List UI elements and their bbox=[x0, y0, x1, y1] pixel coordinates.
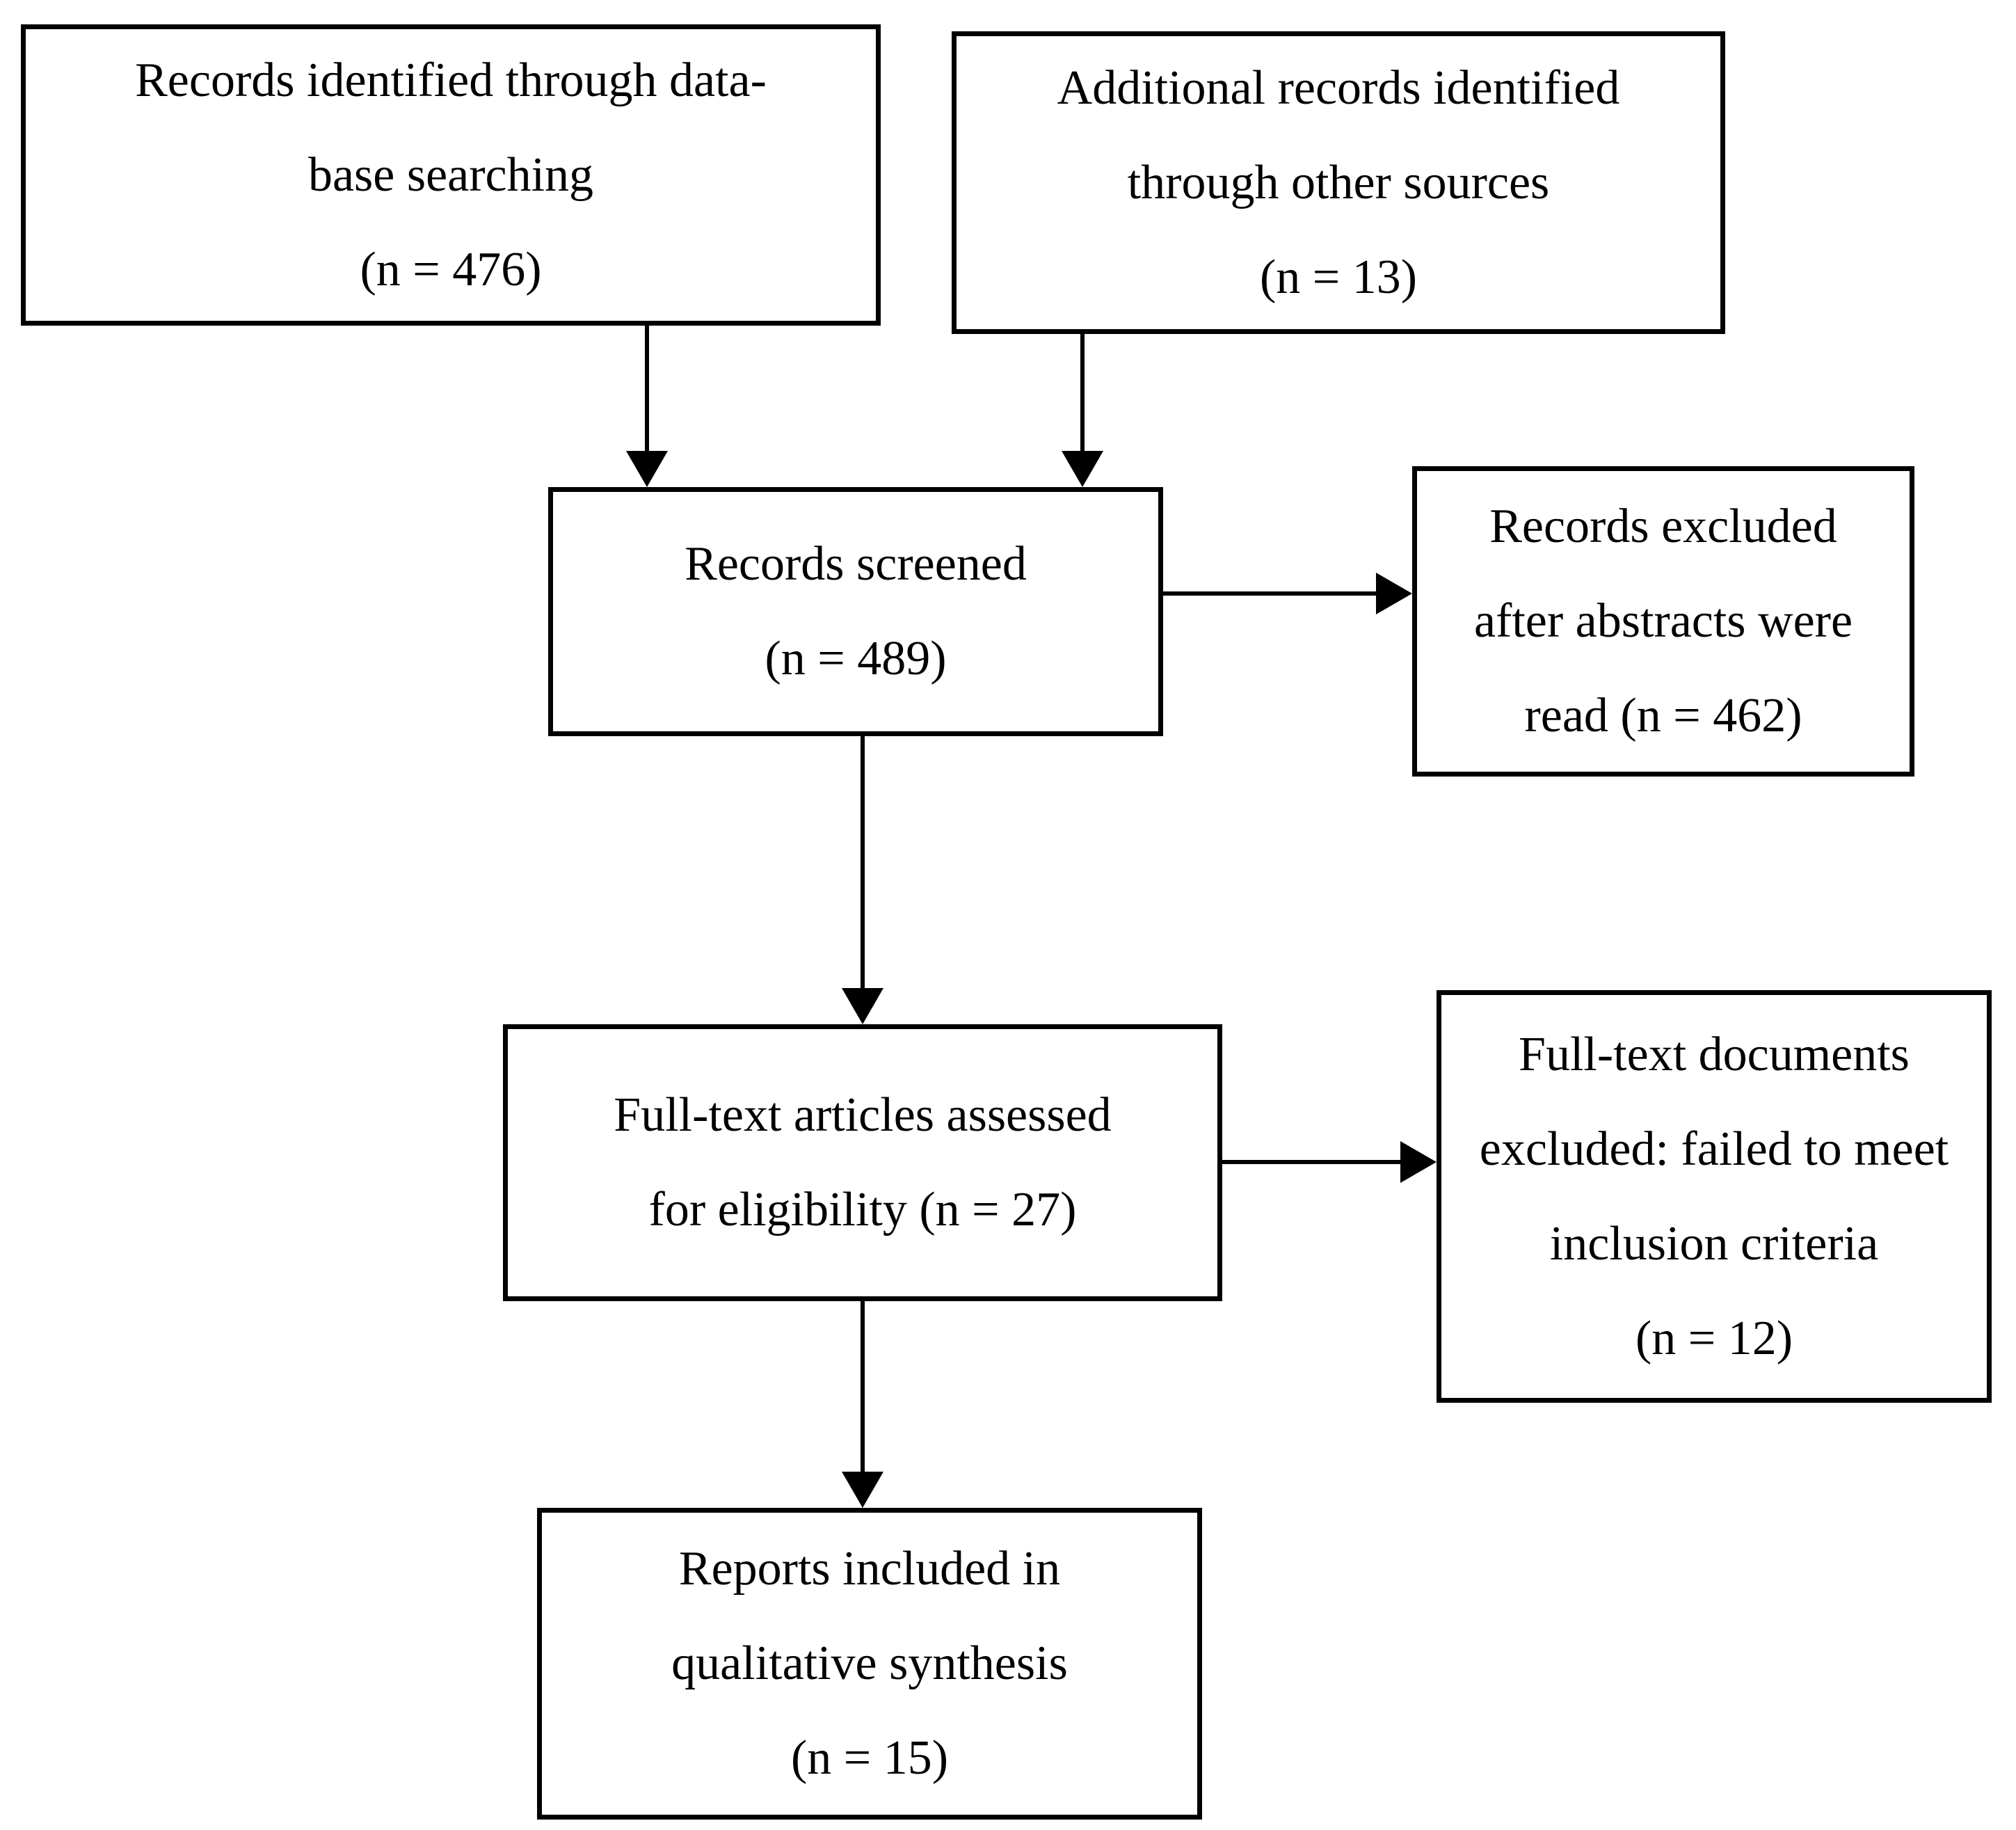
box-fulltext-excluded: Full-text documents excluded: failed to … bbox=[1437, 990, 1992, 1403]
box-text-line: Additional records identified bbox=[1057, 61, 1620, 115]
box-records-excluded: Records excluded after abstracts were re… bbox=[1412, 466, 1914, 777]
box-text-line: Records excluded bbox=[1489, 500, 1837, 553]
box-text-line: for eligibility (n = 27) bbox=[648, 1183, 1077, 1236]
box-records-screened: Records screened (n = 489) bbox=[548, 487, 1163, 736]
box-text-line: Full-text documents bbox=[1519, 1027, 1910, 1081]
arrow-screened-to-excluded bbox=[1163, 573, 1412, 614]
arrow-shaft bbox=[1163, 591, 1380, 596]
box-text-line: Records screened bbox=[685, 537, 1027, 591]
arrow-head-right-icon bbox=[1400, 1141, 1437, 1183]
arrow-shaft bbox=[1080, 334, 1085, 455]
box-additional-records: Additional records identified through ot… bbox=[952, 31, 1725, 334]
box-text-line: qualitative synthesis bbox=[671, 1637, 1068, 1690]
arrow-shaft bbox=[1222, 1160, 1405, 1164]
box-text-line: after abstracts were bbox=[1473, 594, 1853, 648]
arrow-head-right-icon bbox=[1376, 573, 1412, 614]
arrow-additional-to-screened bbox=[1062, 334, 1103, 487]
box-text-line: excluded: failed to meet bbox=[1479, 1122, 1949, 1176]
box-text-line: Records identified through data- bbox=[135, 53, 767, 107]
arrow-shaft bbox=[861, 736, 865, 992]
arrow-identified-to-screened bbox=[626, 326, 668, 487]
box-text-line: inclusion criteria bbox=[1549, 1216, 1879, 1271]
box-text-line: (n = 489) bbox=[765, 632, 947, 685]
box-text-line: Reports included in bbox=[678, 1542, 1061, 1596]
arrow-screened-to-fulltext bbox=[842, 736, 883, 1024]
box-text-line: Full-text articles assessed bbox=[614, 1088, 1112, 1142]
arrow-shaft bbox=[645, 326, 649, 455]
box-fulltext-assessed: Full-text articles assessed for eligibil… bbox=[503, 1024, 1222, 1301]
box-text-line: (n = 13) bbox=[1259, 250, 1418, 304]
arrow-fulltext-to-excluded bbox=[1222, 1141, 1437, 1183]
box-text-line: (n = 476) bbox=[360, 242, 542, 296]
box-text-line: base searching bbox=[307, 148, 594, 202]
arrow-head-down-icon bbox=[842, 1472, 883, 1508]
box-text-line: read (n = 462) bbox=[1524, 689, 1802, 742]
box-text-line: (n = 12) bbox=[1635, 1311, 1793, 1365]
box-text-line: (n = 15) bbox=[790, 1731, 949, 1785]
box-text-line: through other sources bbox=[1127, 155, 1550, 209]
box-records-identified: Records identified through data- base se… bbox=[21, 24, 881, 326]
arrow-head-down-icon bbox=[842, 988, 883, 1024]
box-reports-included: Reports included in qualitative synthesi… bbox=[537, 1508, 1202, 1820]
arrow-head-down-icon bbox=[626, 451, 668, 487]
arrow-head-down-icon bbox=[1062, 451, 1103, 487]
arrow-shaft bbox=[861, 1301, 865, 1476]
arrow-fulltext-to-included bbox=[842, 1301, 883, 1508]
